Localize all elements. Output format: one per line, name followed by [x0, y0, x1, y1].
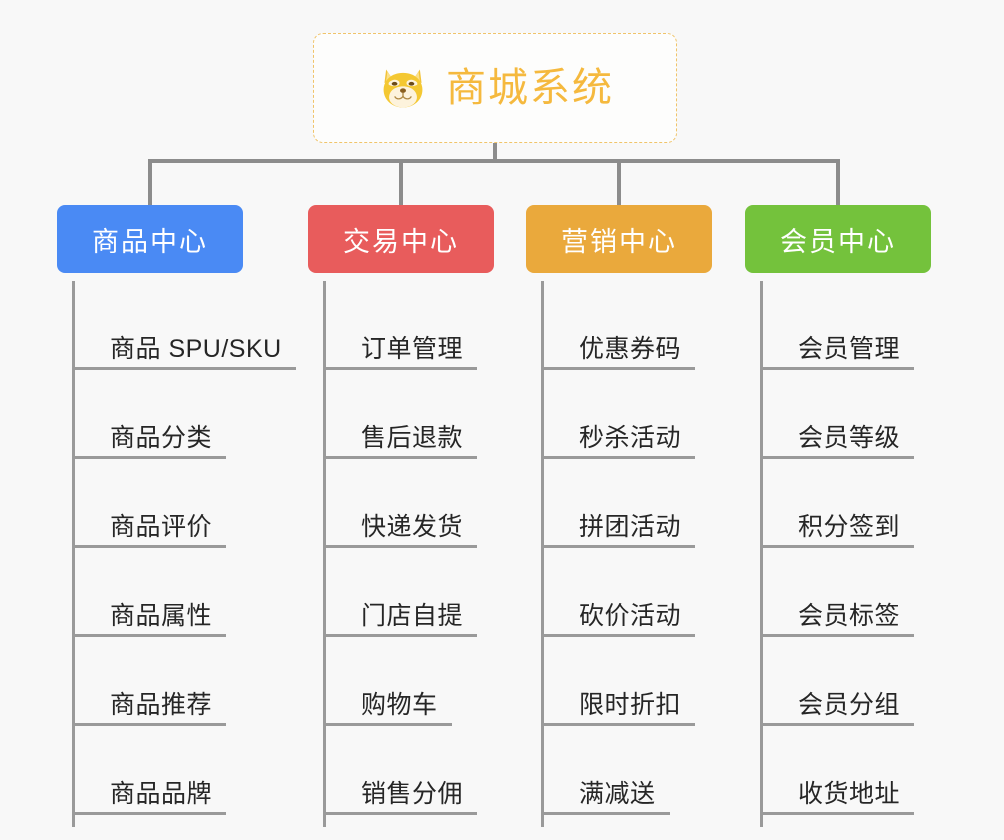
- leaf-label: 秒杀活动: [579, 423, 682, 452]
- leaf-underline: 会员分组: [760, 690, 915, 726]
- category-label: 交易中心: [343, 226, 459, 257]
- list-item[interactable]: 商品分类: [72, 370, 227, 459]
- leaf-label: 快递发货: [361, 512, 464, 541]
- category-header-trade-center[interactable]: 交易中心: [308, 205, 494, 273]
- leaf-underline: 销售分佣: [323, 779, 478, 815]
- leaf-underline: 订单管理: [323, 334, 478, 370]
- list-item[interactable]: 门店自提: [323, 548, 478, 637]
- column-trunk: [760, 281, 763, 827]
- list-item[interactable]: 积分签到: [760, 459, 915, 548]
- list-item[interactable]: 优惠券码: [541, 281, 696, 370]
- category-label: 商品中心: [92, 226, 208, 257]
- leaf-label: 商品评价: [110, 512, 213, 541]
- leaf-label: 积分签到: [798, 512, 901, 541]
- list-item[interactable]: 商品推荐: [72, 637, 227, 726]
- connector-bus: [148, 159, 840, 163]
- leaf-label: 满减送: [579, 779, 656, 808]
- leaf-underline: 收货地址: [760, 779, 915, 815]
- root-node-shop-system[interactable]: 商城系统: [313, 33, 677, 143]
- leaf-underline: 商品评价: [72, 512, 227, 548]
- connector-root-stem: [493, 143, 497, 163]
- leaf-underline: 商品品牌: [72, 779, 227, 815]
- leaf-underline: 商品推荐: [72, 690, 227, 726]
- leaf-underline: 门店自提: [323, 601, 478, 637]
- leaf-label: 会员标签: [798, 601, 901, 630]
- leaf-label: 会员分组: [798, 690, 901, 719]
- leaf-underline: 会员管理: [760, 334, 915, 370]
- list-item[interactable]: 购物车: [323, 637, 452, 726]
- shiba-dog-face-icon: [383, 69, 423, 108]
- category-header-product-center[interactable]: 商品中心: [57, 205, 243, 273]
- list-item[interactable]: 会员等级: [760, 370, 915, 459]
- column-trunk: [323, 281, 326, 827]
- list-item[interactable]: 商品品牌: [72, 726, 227, 815]
- list-item[interactable]: 商品属性: [72, 548, 227, 637]
- list-item[interactable]: 商品 SPU/SKU: [72, 281, 296, 370]
- leaf-label: 购物车: [361, 690, 438, 719]
- connector-drop-2: [399, 159, 403, 205]
- leaf-underline: 购物车: [323, 690, 452, 726]
- leaf-label: 限时折扣: [579, 690, 682, 719]
- list-item[interactable]: 销售分佣: [323, 726, 478, 815]
- leaf-underline: 快递发货: [323, 512, 478, 548]
- leaf-label: 砍价活动: [579, 601, 682, 630]
- leaf-label: 会员管理: [798, 334, 901, 363]
- leaf-underline: 限时折扣: [541, 690, 696, 726]
- leaf-label: 商品分类: [110, 423, 213, 452]
- leaf-underline: 积分签到: [760, 512, 915, 548]
- category-label: 营销中心: [561, 226, 677, 257]
- list-item[interactable]: 拼团活动: [541, 459, 696, 548]
- leaf-underline: 优惠券码: [541, 334, 696, 370]
- connector-drop-3: [617, 159, 621, 205]
- leaf-underline: 拼团活动: [541, 512, 696, 548]
- column-trunk: [541, 281, 544, 827]
- connector-drop-4: [836, 159, 840, 205]
- list-item[interactable]: 会员管理: [760, 281, 915, 370]
- list-item[interactable]: 售后退款: [323, 370, 478, 459]
- leaf-underline: 砍价活动: [541, 601, 696, 637]
- leaf-label: 门店自提: [361, 601, 464, 630]
- leaf-label: 商品 SPU/SKU: [110, 334, 282, 363]
- leaf-label: 商品品牌: [110, 779, 213, 808]
- leaf-underline: 会员等级: [760, 423, 915, 459]
- leaf-underline: 商品 SPU/SKU: [72, 334, 296, 370]
- list-item[interactable]: 收货地址: [760, 726, 915, 815]
- connector-drop-1: [148, 159, 152, 205]
- leaf-underline: 秒杀活动: [541, 423, 696, 459]
- leaf-underline: 满减送: [541, 779, 670, 815]
- leaf-label: 拼团活动: [579, 512, 682, 541]
- leaf-label: 售后退款: [361, 423, 464, 452]
- list-item[interactable]: 会员分组: [760, 637, 915, 726]
- category-header-marketing-center[interactable]: 营销中心: [526, 205, 712, 273]
- leaf-label: 收货地址: [798, 779, 901, 808]
- leaf-underline: 会员标签: [760, 601, 915, 637]
- leaf-label: 销售分佣: [361, 779, 464, 808]
- leaf-underline: 商品分类: [72, 423, 227, 459]
- list-item[interactable]: 快递发货: [323, 459, 478, 548]
- list-item[interactable]: 商品评价: [72, 459, 227, 548]
- leaf-underline: 商品属性: [72, 601, 227, 637]
- category-label: 会员中心: [780, 226, 896, 257]
- list-item[interactable]: 限时折扣: [541, 637, 696, 726]
- column-trunk: [72, 281, 75, 827]
- leaf-underline: 售后退款: [323, 423, 478, 459]
- root-title: 商城系统: [446, 66, 614, 110]
- list-item[interactable]: 会员标签: [760, 548, 915, 637]
- leaf-label: 商品属性: [110, 601, 213, 630]
- list-item[interactable]: 满减送: [541, 726, 670, 815]
- leaf-label: 订单管理: [361, 334, 464, 363]
- category-header-member-center[interactable]: 会员中心: [745, 205, 931, 273]
- list-item[interactable]: 砍价活动: [541, 548, 696, 637]
- list-item[interactable]: 订单管理: [323, 281, 478, 370]
- list-item[interactable]: 秒杀活动: [541, 370, 696, 459]
- leaf-label: 会员等级: [798, 423, 901, 452]
- leaf-label: 优惠券码: [579, 334, 682, 363]
- leaf-label: 商品推荐: [110, 690, 213, 719]
